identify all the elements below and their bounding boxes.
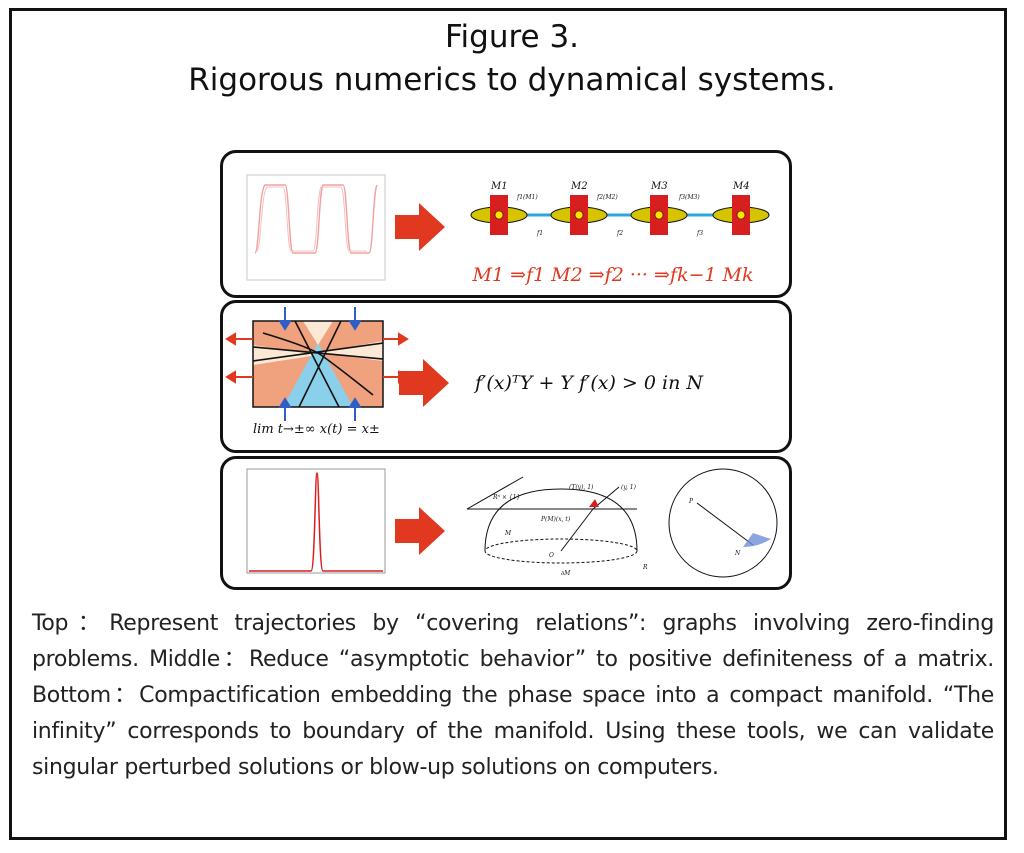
- map-label-2: f2: [616, 230, 623, 237]
- node-label-m3: M3: [650, 181, 668, 192]
- middle-panel: lim t→±∞ x(t) = x± f′(x)ᵀY + Y f′(x) > 0…: [220, 300, 792, 453]
- figure-caption: Top：Represent trajectories by “covering …: [32, 606, 994, 786]
- manifold-label: M: [504, 530, 512, 537]
- blow-up-solution-plot: [246, 468, 386, 574]
- figure-title: Figure 3. Rigorous numerics to dynamical…: [0, 16, 1024, 102]
- covering-node-1: [470, 195, 528, 235]
- image-label-2: f2(M2): [596, 194, 618, 201]
- caption-line: infinity” corresponds to boundary of the…: [32, 719, 994, 744]
- plane-label: Rⁿ × {1}: [492, 494, 520, 501]
- limit-formula: lim t→±∞ x(t) = x±: [253, 422, 380, 437]
- covering-node-3: [630, 195, 688, 235]
- covering-node-4: [712, 195, 770, 235]
- boundary-label: ∂M: [561, 570, 571, 577]
- bottom-panel: Rⁿ × {1} (T(y), 1) (y, 1) P(M)(x, t) M O…: [220, 456, 792, 590]
- top-panel: M1 M2 M3 M4 f1(M1) f2(M2) f3(M3) f1 f2 f…: [220, 150, 792, 298]
- manifold-map-label: P(M)(x, t): [540, 516, 571, 523]
- caption-line: singular perturbed solutions or blow-up …: [32, 755, 719, 780]
- point-label: (y, 1): [621, 484, 637, 491]
- caption-line: problems. Middle：Reduce “asymptotic beha…: [32, 647, 994, 672]
- r-label: R: [642, 564, 648, 571]
- disk-point-label: P: [688, 498, 694, 505]
- caption-line: Top：Represent trajectories by “covering …: [32, 611, 994, 636]
- boundary-cap: [743, 533, 771, 547]
- figure-heading: Rigorous numerics to dynamical systems.: [188, 62, 836, 98]
- compactification-diagram: [466, 468, 778, 578]
- positive-definiteness-condition: f′(x)ᵀY + Y f′(x) > 0 in N: [473, 372, 704, 394]
- image-label-3: f3(M3): [678, 194, 700, 201]
- periodic-trajectory-plot: [246, 174, 386, 281]
- origin-label: O: [549, 552, 554, 559]
- projected-point-label: (T(y), 1): [569, 484, 594, 491]
- caption-line: Bottom：Compactification embedding the ph…: [32, 683, 994, 708]
- image-label-1: f1(M1): [516, 194, 538, 201]
- map-label-3: f3: [696, 230, 703, 237]
- covering-chain-formula: M1 ⇒f1 M2 ⇒f2 ··· ⇒fk−1 Mk: [472, 264, 754, 286]
- red-arrow-bottom: [395, 507, 445, 555]
- node-label-m4: M4: [732, 181, 750, 192]
- disk-n-label: N: [734, 550, 741, 557]
- red-arrow-top: [395, 203, 445, 251]
- map-label-1: f1: [536, 230, 543, 237]
- covering-node-2: [550, 195, 608, 235]
- node-label-m2: M2: [570, 181, 588, 192]
- figure-number: Figure 3.: [444, 19, 580, 55]
- node-label-m1: M1: [490, 181, 508, 192]
- isolating-block-diagram: [252, 320, 384, 408]
- red-arrow-middle: [399, 359, 449, 407]
